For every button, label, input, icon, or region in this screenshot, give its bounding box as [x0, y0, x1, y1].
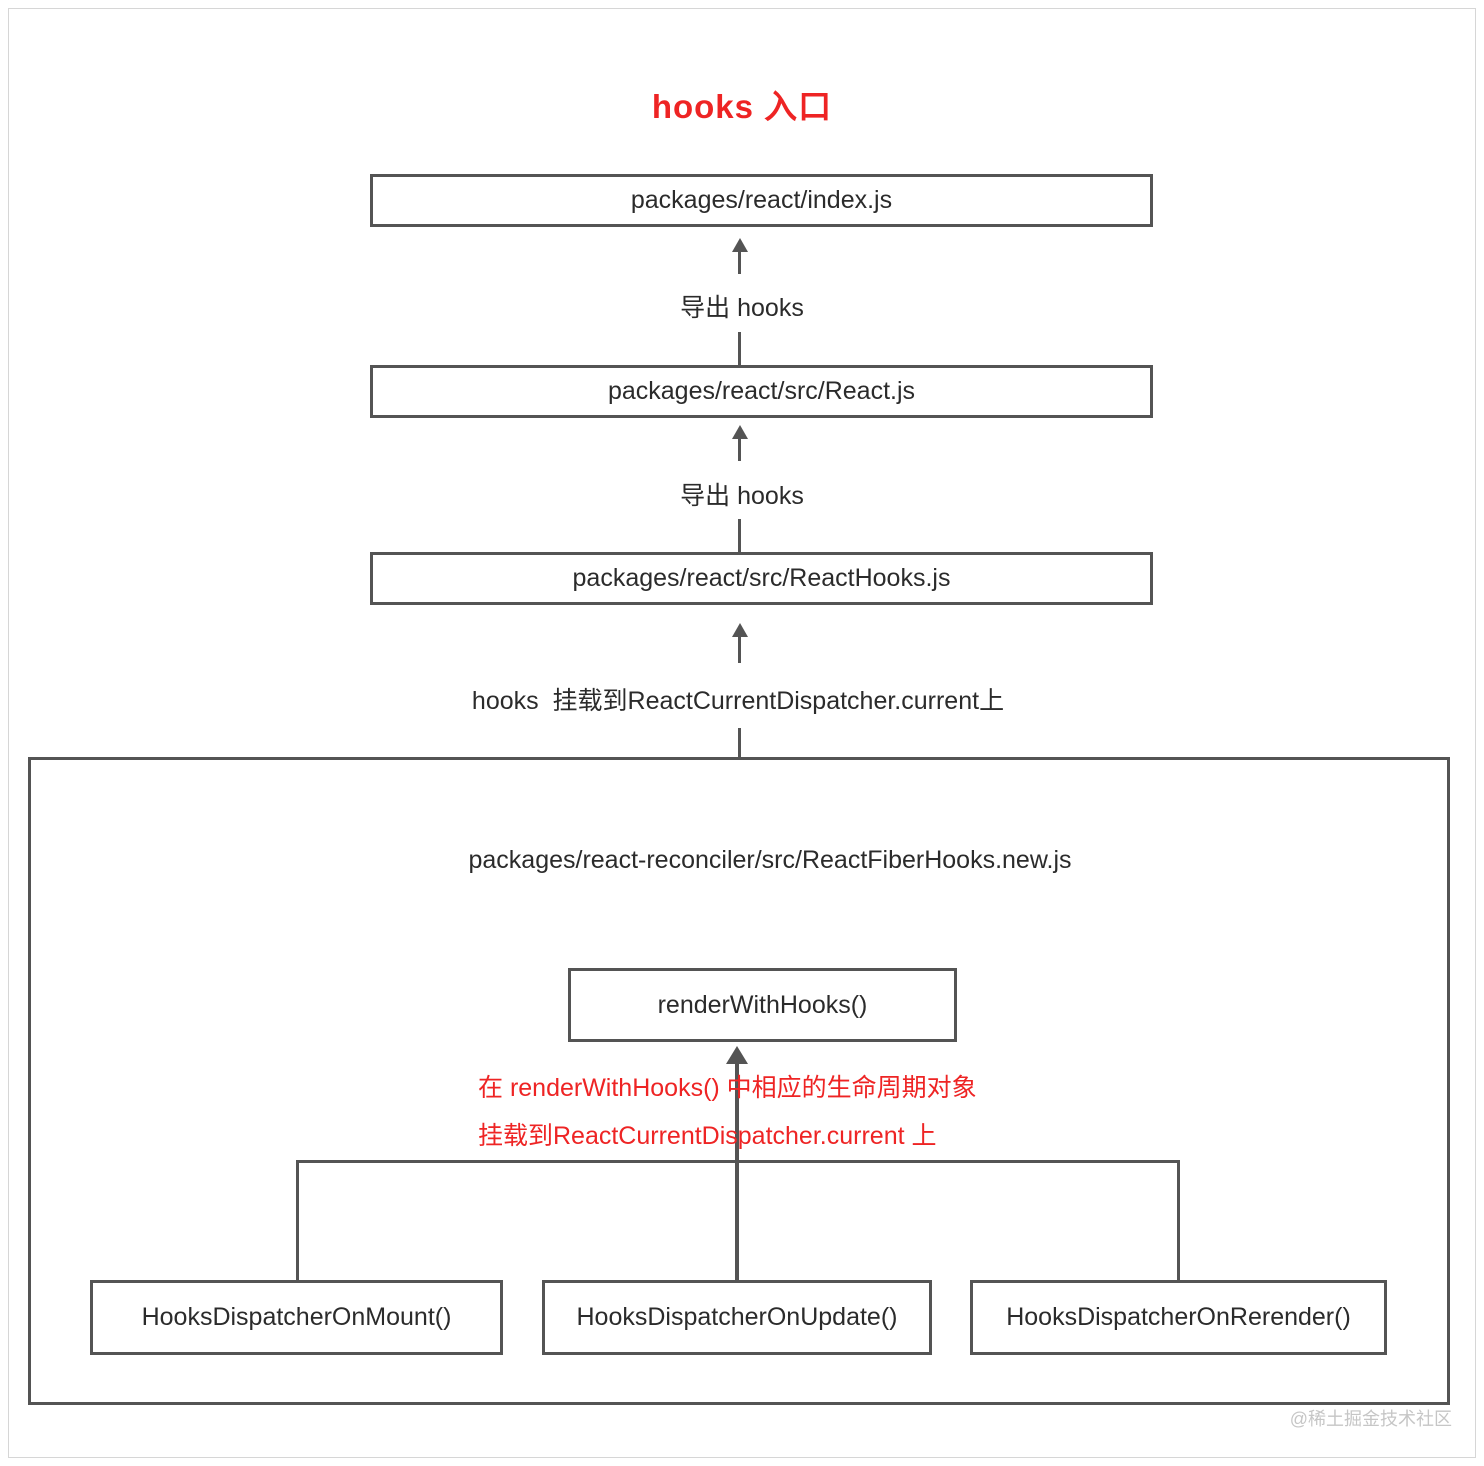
connector-stem	[738, 437, 741, 461]
node-label: HooksDispatcherOnMount()	[141, 1303, 452, 1331]
edge-label-export-hooks-2: 导出 hooks	[680, 482, 804, 510]
node-label: packages/react/src/React.js	[607, 377, 916, 405]
watermark: @稀土掘金技术社区	[1289, 1409, 1452, 1429]
connector-line	[738, 728, 741, 758]
node-react-index-js: packages/react/index.js	[370, 174, 1153, 227]
arrow-up-icon	[726, 1046, 748, 1064]
node-dispatcher-on-rerender: HooksDispatcherOnRerender()	[970, 1280, 1387, 1355]
arrow-up-icon	[732, 623, 748, 637]
diagram-title: hooks 入口	[651, 88, 833, 125]
container-label: packages/react-reconciler/src/ReactFiber…	[468, 846, 1072, 874]
node-label: packages/react/src/ReactHooks.js	[572, 564, 951, 592]
connector-line	[738, 332, 741, 365]
arrow-up-icon	[732, 425, 748, 439]
node-label: HooksDispatcherOnUpdate()	[576, 1303, 898, 1331]
node-react-js: packages/react/src/React.js	[370, 365, 1153, 418]
annotation-line-1: 在 renderWithHooks() 中相应的生命周期对象	[478, 1074, 977, 1102]
central-arrow-stem	[735, 1060, 739, 1162]
node-label: HooksDispatcherOnRerender()	[1006, 1303, 1351, 1331]
node-react-hooks-js: packages/react/src/ReactHooks.js	[370, 552, 1153, 605]
node-label: renderWithHooks()	[657, 990, 868, 1019]
bracket-center-drop	[735, 1160, 739, 1281]
node-dispatcher-on-update: HooksDispatcherOnUpdate()	[542, 1280, 932, 1355]
connector-line	[738, 519, 741, 552]
node-dispatcher-on-mount: HooksDispatcherOnMount()	[90, 1280, 503, 1355]
node-render-with-hooks: renderWithHooks()	[568, 968, 957, 1042]
annotation-line-2: 挂载到ReactCurrentDispatcher.current 上	[478, 1122, 937, 1150]
bracket-left-drop	[296, 1160, 299, 1281]
node-label: packages/react/index.js	[630, 186, 893, 214]
bracket-right-drop	[1177, 1160, 1180, 1281]
connector-stem	[738, 250, 741, 274]
edge-label-export-hooks-1: 导出 hooks	[680, 294, 804, 322]
arrow-up-icon	[732, 238, 748, 252]
edge-label-mount-dispatcher: hooks 挂载到ReactCurrentDispatcher.current上	[471, 687, 1005, 715]
connector-stem	[738, 635, 741, 663]
